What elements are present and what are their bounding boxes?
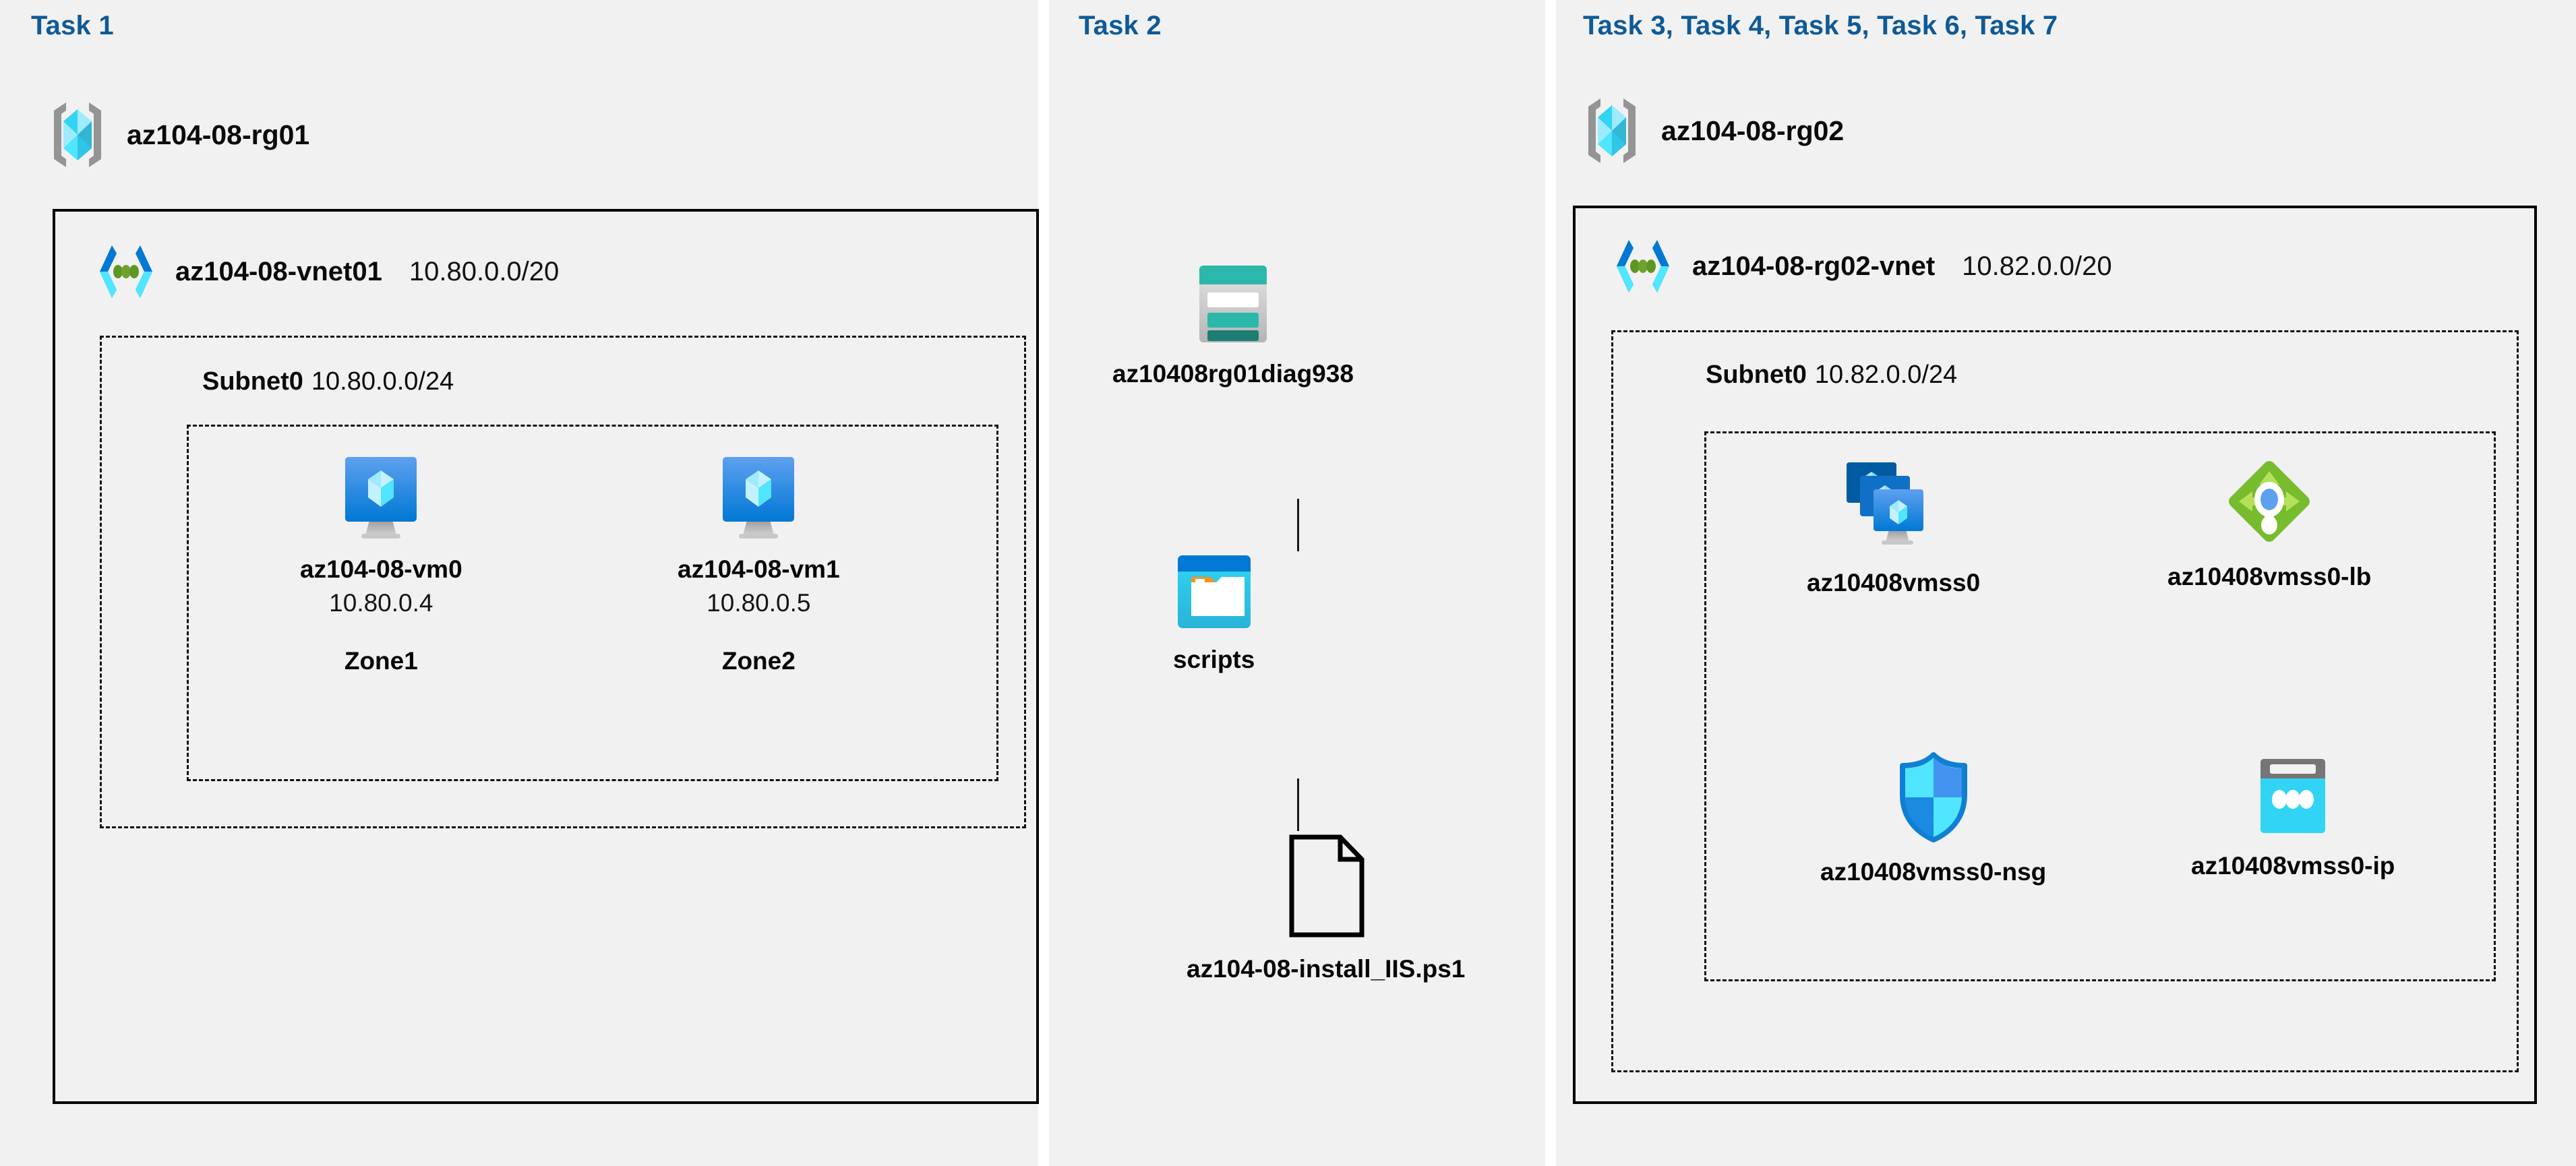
vnet01-header: az104-08-vnet01 10.80.0.0/20 — [94, 243, 559, 301]
vm-group-boundary — [187, 425, 998, 781]
subnet0-boundary-task1 — [100, 336, 1026, 828]
task2-panel — [1049, 0, 1545, 1166]
vm-ip: 10.80.0.5 — [707, 589, 811, 617]
connector-storage-to-container — [1297, 499, 1299, 551]
public-ip-address-icon — [2255, 755, 2331, 837]
storage-account-icon — [1196, 263, 1270, 345]
vm-node-vm1: az104-08-vm1 10.80.0.5 Zone2 — [678, 453, 840, 675]
subnet-name: Subnet0 — [1706, 361, 1807, 389]
resource-group-rg01: az104-08-rg01 — [49, 100, 309, 170]
vm-scale-set-icon — [1843, 458, 1945, 554]
subnet0-boundary-task3 — [1611, 330, 2519, 1072]
network-security-group-icon — [1895, 751, 1972, 843]
vnet01-boundary — [53, 209, 1039, 1104]
vm-name: az104-08-vm1 — [678, 555, 840, 583]
resource-group-name: az104-08-rg01 — [127, 119, 310, 150]
vmss-group-boundary — [1704, 431, 2496, 981]
vm-ip: 10.80.0.4 — [329, 589, 433, 617]
subnet0-title-task1: Subnet0 10.80.0.0/24 — [202, 367, 454, 396]
storage-account-name: az10408rg01diag938 — [1112, 360, 1354, 388]
task-label-3: Task 3, Task 4, Task 5, Task 6, Task 7 — [1583, 11, 2058, 40]
virtual-machine-icon — [716, 453, 801, 541]
vnet-cidr: 10.80.0.0/20 — [409, 256, 560, 286]
vm-name: az104-08-vm0 — [300, 555, 462, 583]
task-label-2: Task 2 — [1079, 11, 1162, 40]
task-label-1: Task 1 — [31, 11, 114, 40]
script-file-name: az104-08-install_IIS.ps1 — [1187, 955, 1466, 983]
nsg-name: az10408vmss0-nsg — [1820, 858, 2047, 886]
public-ip-name: az10408vmss0-ip — [2191, 852, 2395, 880]
virtual-network-icon — [1611, 237, 1675, 295]
script-file-icon — [1282, 832, 1370, 940]
vmss-node: az10408vmss0 — [1807, 458, 1980, 597]
vm-zone: Zone2 — [721, 647, 796, 675]
vnet02-boundary — [1573, 206, 2537, 1104]
resource-group-name: az104-08-rg02 — [1661, 115, 1845, 146]
load-balancer-node: az10408vmss0-lb — [2167, 455, 2371, 591]
storage-account-node: az10408rg01diag938 — [1112, 263, 1354, 388]
vmss-name: az10408vmss0 — [1807, 569, 1981, 596]
vm-zone: Zone1 — [344, 647, 418, 675]
subnet-cidr: 10.80.0.0/24 — [311, 367, 454, 396]
task1-panel — [0, 0, 1038, 1166]
resource-group-icon — [49, 100, 107, 170]
vnet-cidr: 10.82.0.0/20 — [1962, 251, 2112, 281]
vnet-name: az104-08-rg02-vnet — [1692, 251, 1936, 281]
script-file-node: az104-08-install_IIS.ps1 — [1187, 832, 1465, 983]
vm-node-vm0: az104-08-vm0 10.80.0.4 Zone1 — [300, 453, 462, 675]
public-ip-node: az10408vmss0-ip — [2191, 755, 2395, 880]
resource-group-icon — [1583, 96, 1641, 166]
resource-group-rg02: az104-08-rg02 — [1583, 96, 1844, 166]
subnet-cidr: 10.82.0.0/24 — [1814, 361, 1958, 389]
virtual-network-icon — [94, 243, 158, 301]
blob-container-node: scripts — [1173, 553, 1255, 674]
load-balancer-name: az10408vmss0-lb — [2167, 563, 2372, 590]
load-balancer-icon — [2223, 455, 2316, 548]
connector-container-to-file — [1297, 778, 1299, 831]
vnet02-header: az104-08-rg02-vnet 10.82.0.0/20 — [1611, 237, 2112, 295]
virtual-machine-icon — [338, 453, 423, 541]
blob-container-name: scripts — [1173, 646, 1255, 673]
task3-panel — [1556, 0, 2576, 1166]
blob-container-icon — [1175, 553, 1253, 631]
vnet-name: az104-08-vnet01 — [175, 256, 382, 286]
nsg-node: az10408vmss0-nsg — [1820, 751, 2046, 886]
subnet-name: Subnet0 — [202, 367, 303, 396]
